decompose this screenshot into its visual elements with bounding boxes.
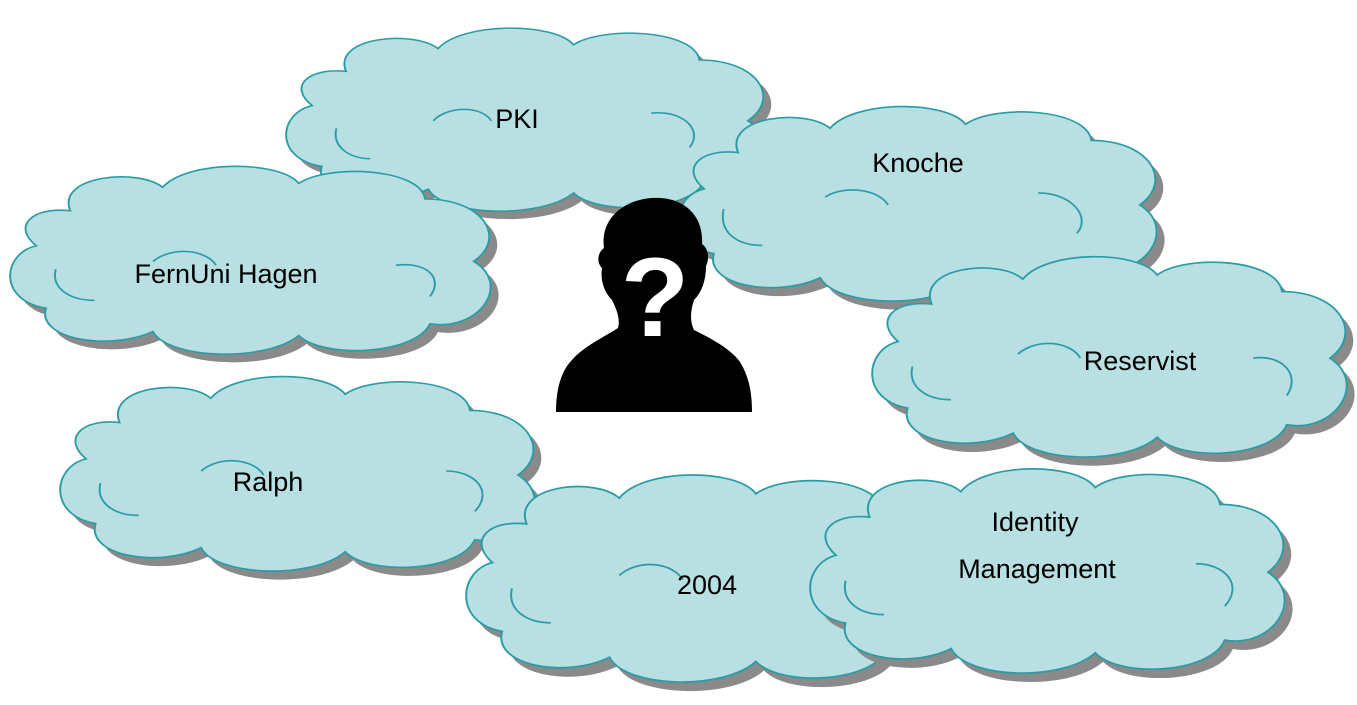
cloud-reservist: Reservist [870, 255, 1355, 466]
cloud-detail [334, 128, 371, 160]
cloud-detail [824, 189, 889, 206]
cloud-detail [650, 111, 696, 148]
cloud-2004: 2004 [464, 473, 957, 692]
cloud-ralph: Ralph [58, 375, 543, 580]
cloud-identity-management: Identity Management [808, 467, 1293, 682]
cloud-label-identity: Identity [991, 507, 1079, 537]
cloud-label-fernuni: FernUni Hagen [134, 259, 317, 289]
cloud-detail [152, 250, 217, 266]
cloud-detail [54, 269, 95, 302]
cloud-label-pki: PKI [495, 104, 539, 134]
silhouette-body [556, 197, 752, 412]
cloud-detail [1253, 356, 1293, 397]
cloud-label-reservist: Reservist [1084, 346, 1197, 376]
cloud-detail [98, 482, 139, 517]
cloud-detail [1195, 562, 1234, 607]
cloud-label-management: Management [958, 554, 1116, 584]
cloud-detail [721, 208, 763, 247]
cloud-detail [200, 459, 265, 476]
cloud-detail [432, 108, 493, 122]
cloud-detail [395, 263, 436, 297]
cloud-detail [445, 470, 484, 512]
cloud-detail [843, 580, 885, 616]
cloud-pki: PKI [284, 26, 773, 220]
cloud-detail [910, 366, 951, 401]
cloud-detail [1017, 342, 1082, 359]
cloud-fernuni: FernUni Hagen [8, 165, 499, 363]
cloud-label-knoche: Knoche [872, 148, 964, 178]
cloud-detail [510, 588, 551, 624]
unknown-person-silhouette-icon: ? [556, 197, 752, 412]
cloud-detail [618, 563, 684, 581]
cloud-label-ralph: Ralph [233, 467, 304, 497]
cloud-label-2004: 2004 [677, 570, 737, 600]
question-mark: ? [621, 235, 689, 360]
cloud-knoche: Knoche [676, 105, 1165, 310]
cloud-detail [1038, 192, 1083, 234]
